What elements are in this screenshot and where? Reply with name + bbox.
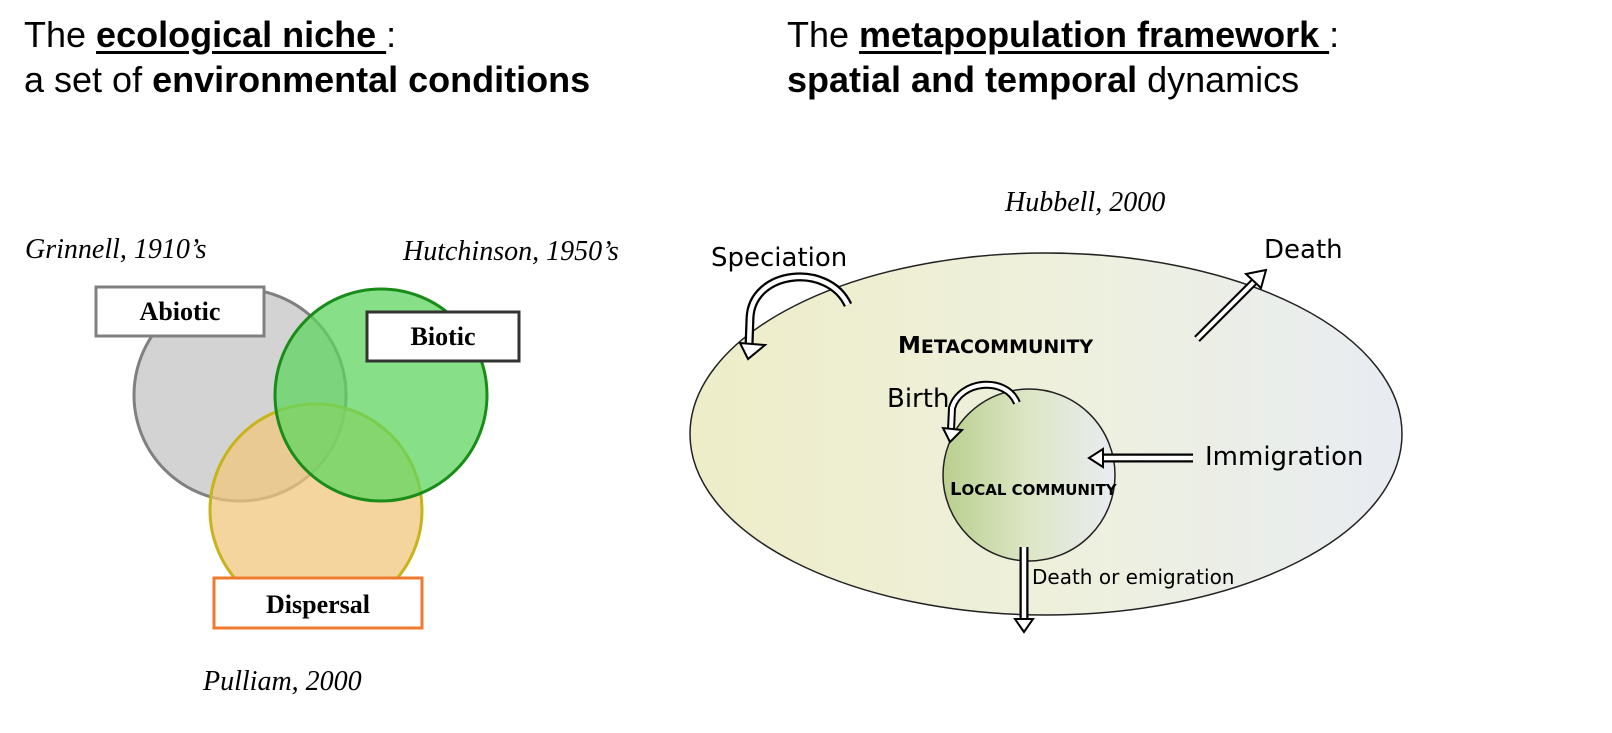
- metapop-heading-line1: The metapopulation framework :: [787, 14, 1340, 55]
- spatial-temporal-text: spatial and temporal: [787, 59, 1138, 100]
- local-community-circle: [942, 388, 1116, 562]
- niche-heading-line2: a set of environmental conditions: [24, 59, 591, 100]
- metapop-heading: The metapopulation framework : spatial a…: [787, 12, 1339, 102]
- environmental-conditions-text: environmental conditions: [152, 59, 591, 100]
- abiotic-box: Abiotic: [94, 285, 266, 338]
- niche-heading-line1: The ecological niche :: [24, 14, 397, 55]
- biotic-box: Biotic: [365, 310, 521, 363]
- dispersal-label: Dispersal: [266, 590, 370, 619]
- speciation-label: Speciation: [711, 243, 847, 273]
- emigration-arrow: [1013, 547, 1035, 634]
- local-community-label: LOCAL COMMUNITY: [950, 479, 1118, 500]
- birth-arrow: [941, 380, 1021, 444]
- immigration-label: Immigration: [1205, 442, 1363, 472]
- niche-venn: Abiotic Biotic Dispersal Grinnell, 1910’…: [25, 234, 619, 697]
- death-or-emigration-label: Death or emigration: [1032, 565, 1234, 589]
- grinnell-citation: Grinnell, 1910’s: [25, 234, 207, 265]
- hubbell-citation: Hubbell, 2000: [1004, 187, 1165, 218]
- metapop-diagram: Hubbell, 2000 METACOMMUNITY LOCAL COMMUN…: [689, 187, 1403, 634]
- metacommunity-label: METACOMMUNITY: [898, 333, 1093, 359]
- niche-heading: The ecological niche : a set of environm…: [24, 12, 590, 102]
- dispersal-box: Dispersal: [212, 576, 424, 630]
- immigration-arrow: [1087, 447, 1193, 469]
- biotic-label: Biotic: [411, 322, 476, 351]
- metapop-heading-line2: spatial and temporal dynamics: [787, 59, 1300, 100]
- niche-term: ecological niche: [96, 14, 387, 55]
- metapop-term: metapopulation framework: [859, 14, 1330, 55]
- death-label: Death: [1264, 235, 1343, 265]
- abiotic-label: Abiotic: [140, 297, 221, 326]
- pulliam-citation: Pulliam, 2000: [202, 666, 362, 697]
- speciation-arrow: [738, 272, 853, 361]
- birth-label: Birth: [887, 384, 949, 414]
- death-arrow: [1194, 268, 1268, 342]
- hutchinson-citation: Hutchinson, 1950’s: [402, 236, 619, 267]
